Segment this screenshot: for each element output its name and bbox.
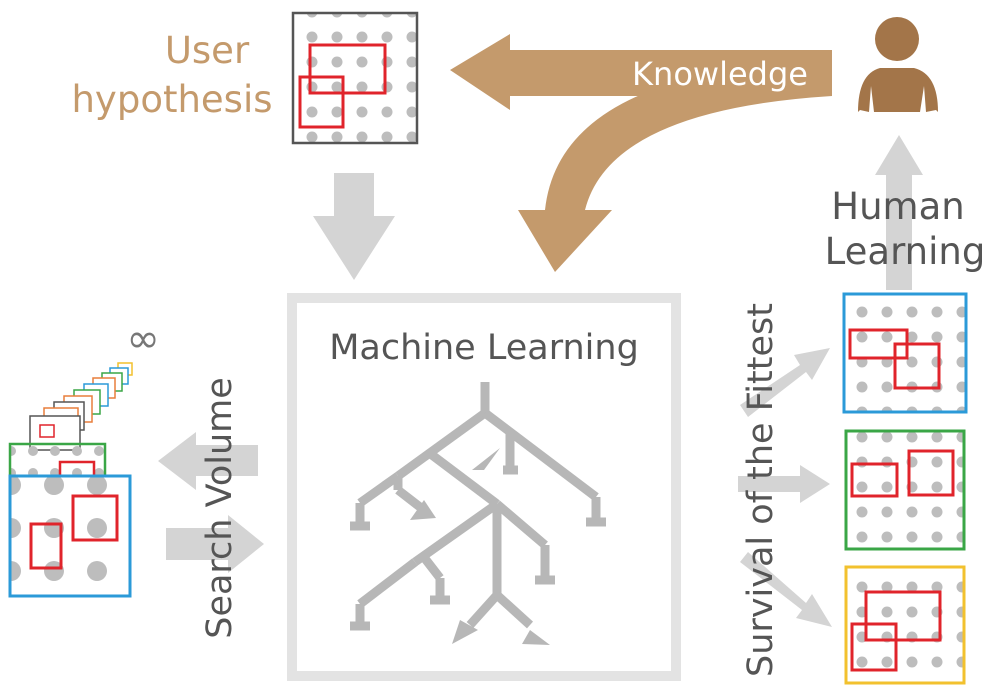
user-hypothesis-label-line1: User	[165, 29, 250, 72]
user-hypothesis-grid	[291, 11, 419, 145]
decision-tree-icon	[350, 382, 606, 631]
survival-of-fittest-label: Survival of the Fittest	[741, 303, 781, 677]
person-icon	[858, 17, 938, 112]
user-hypothesis-label-line2: hypothesis	[71, 78, 272, 121]
hypothesis-to-ml-arrow	[313, 173, 395, 280]
search-volume-label: Search Volume	[200, 377, 240, 639]
result-grid-yellow	[844, 565, 966, 685]
survival-arrows	[738, 348, 832, 627]
machine-learning-label: Machine Learning	[329, 328, 639, 368]
search-volume-left-arrow	[158, 432, 258, 490]
search-volume-right-arrow	[166, 515, 264, 573]
result-grid-blue	[842, 292, 968, 414]
knowledge-curve-arrow	[518, 60, 832, 272]
human-learning-label-line1: Human	[831, 185, 964, 228]
knowledge-label: Knowledge	[632, 55, 808, 93]
decision-tree-arrowheads	[410, 448, 550, 645]
infinity-symbol: ∞	[126, 316, 159, 362]
human-learning-arrow	[875, 135, 923, 290]
search-grid-stack	[8, 362, 133, 598]
human-learning-label-line2: Learning	[825, 230, 986, 273]
result-grid-green	[844, 429, 966, 551]
